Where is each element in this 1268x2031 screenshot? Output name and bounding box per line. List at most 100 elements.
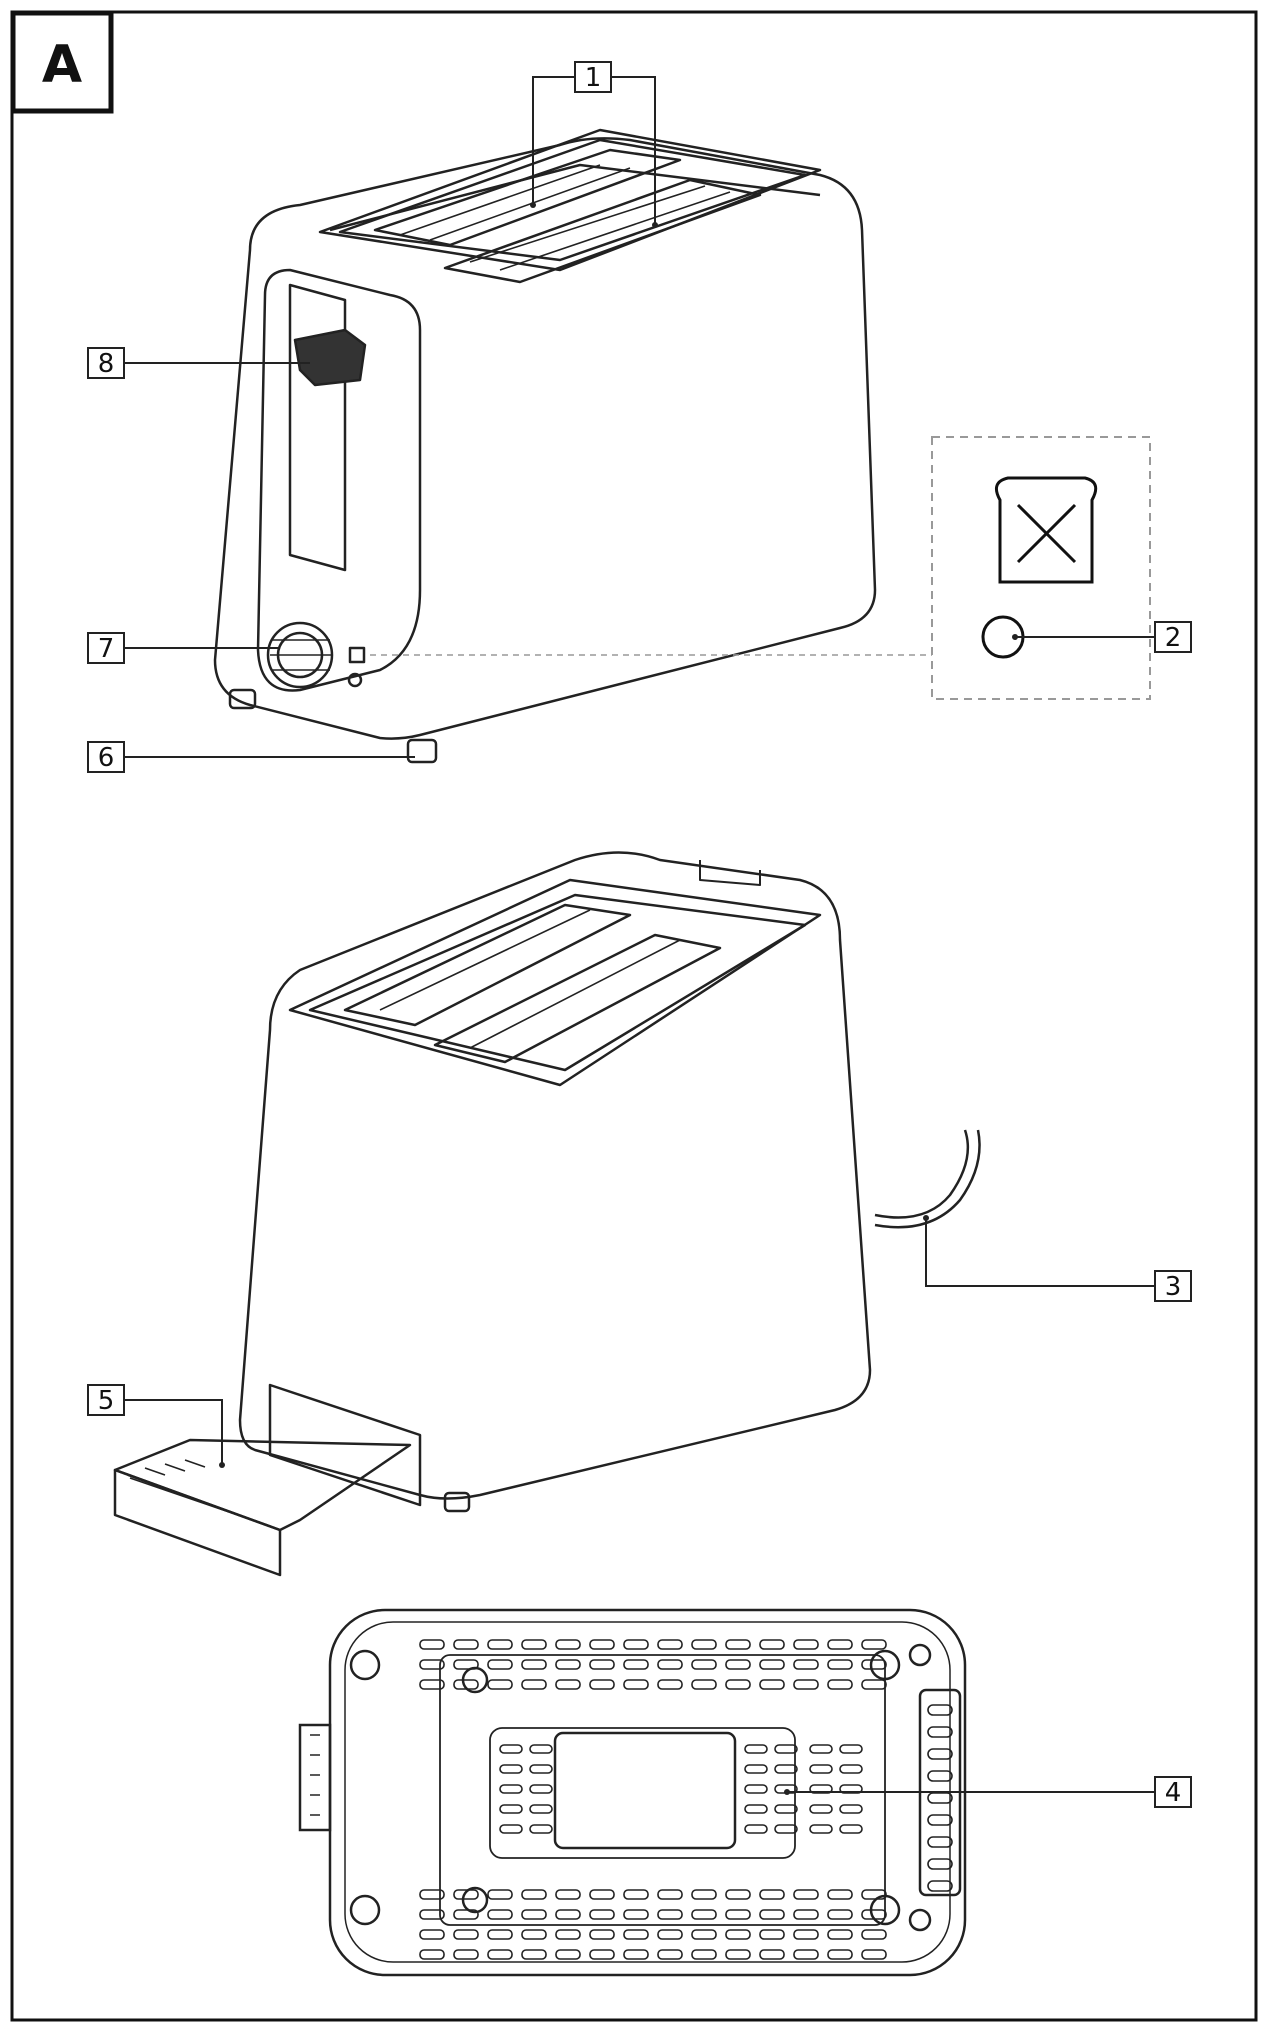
vent-slot bbox=[419, 1949, 445, 1960]
vent-slot bbox=[691, 1929, 717, 1940]
figure-frame bbox=[10, 10, 1258, 2022]
vent-slot bbox=[759, 1679, 785, 1690]
vent-slot bbox=[725, 1889, 751, 1900]
vent-slot bbox=[555, 1639, 581, 1650]
vent-slot bbox=[589, 1659, 615, 1670]
panel-letter-text: A bbox=[42, 35, 82, 95]
vent-slot bbox=[589, 1889, 615, 1900]
vent-slot bbox=[793, 1659, 819, 1670]
vent-slot bbox=[744, 1744, 768, 1754]
vent-slot bbox=[793, 1889, 819, 1900]
vent-slot bbox=[827, 1929, 853, 1940]
vent-slot bbox=[725, 1949, 751, 1960]
vent-slot bbox=[927, 1814, 953, 1826]
callout-1-label: 1 bbox=[585, 63, 602, 93]
vent-slot bbox=[827, 1659, 853, 1670]
vent-slot bbox=[555, 1909, 581, 1920]
vent-slot bbox=[927, 1726, 953, 1738]
vent-slot bbox=[793, 1949, 819, 1960]
vent-slot bbox=[657, 1659, 683, 1670]
vent-slot bbox=[774, 1824, 798, 1834]
vent-slot bbox=[487, 1639, 513, 1650]
callout-4: 4 bbox=[784, 1776, 1192, 1808]
vent-slot bbox=[529, 1764, 553, 1774]
vent-slot bbox=[419, 1639, 445, 1650]
vent-slot bbox=[499, 1824, 523, 1834]
vent-slot bbox=[589, 1949, 615, 1960]
vent-slot bbox=[487, 1679, 513, 1690]
vent-slot bbox=[555, 1679, 581, 1690]
vent-slot bbox=[499, 1764, 523, 1774]
vent-slot bbox=[809, 1744, 833, 1754]
vent-slot bbox=[453, 1639, 479, 1650]
vent-slot bbox=[744, 1784, 768, 1794]
vent-slot bbox=[623, 1639, 649, 1650]
vent-slot bbox=[589, 1679, 615, 1690]
panel-letter: A bbox=[12, 12, 112, 112]
vent-slot bbox=[453, 1659, 479, 1670]
vent-slot bbox=[623, 1949, 649, 1960]
vent-slot bbox=[657, 1639, 683, 1650]
vent-slot bbox=[927, 1858, 953, 1870]
vent-slot bbox=[759, 1659, 785, 1670]
vent-slot bbox=[691, 1889, 717, 1900]
vent-slot bbox=[725, 1639, 751, 1650]
vent-slot bbox=[774, 1804, 798, 1814]
vent-slot bbox=[809, 1824, 833, 1834]
vent-slot bbox=[827, 1949, 853, 1960]
vent-slot bbox=[839, 1804, 863, 1814]
vent-slot bbox=[499, 1784, 523, 1794]
vent-slot bbox=[827, 1639, 853, 1650]
vent-slot bbox=[521, 1679, 547, 1690]
vent-slot bbox=[521, 1949, 547, 1960]
vent-slot bbox=[774, 1764, 798, 1774]
vent-slot bbox=[725, 1679, 751, 1690]
vent-slot bbox=[927, 1748, 953, 1760]
vent-slot bbox=[793, 1929, 819, 1940]
vent-slot bbox=[521, 1929, 547, 1940]
vent-slot bbox=[529, 1744, 553, 1754]
vent-slot bbox=[521, 1659, 547, 1670]
vent-slot bbox=[453, 1889, 479, 1900]
vent-slot bbox=[927, 1704, 953, 1716]
callout-5: 5 bbox=[87, 1384, 225, 1468]
vent-slot bbox=[744, 1804, 768, 1814]
vent-slot bbox=[691, 1909, 717, 1920]
callout-3-label: 3 bbox=[1165, 1272, 1182, 1302]
vent-slot bbox=[623, 1929, 649, 1940]
callout-3: 3 bbox=[923, 1215, 1192, 1302]
toaster-front-view bbox=[213, 128, 877, 764]
vent-slot bbox=[691, 1659, 717, 1670]
vent-slot bbox=[861, 1929, 887, 1940]
vent-slot bbox=[487, 1949, 513, 1960]
vent-slot bbox=[759, 1639, 785, 1650]
vent-slot bbox=[555, 1949, 581, 1960]
vent-slot bbox=[809, 1804, 833, 1814]
vent-slot bbox=[419, 1929, 445, 1940]
vent-slot bbox=[725, 1909, 751, 1920]
callout-1: 1 bbox=[530, 61, 658, 228]
vent-slot bbox=[657, 1889, 683, 1900]
vent-slot bbox=[499, 1744, 523, 1754]
vent-slot bbox=[809, 1764, 833, 1774]
toaster-bottom-view bbox=[298, 1608, 967, 1977]
vent-slot bbox=[419, 1659, 445, 1670]
vent-slot bbox=[927, 1880, 953, 1892]
vent-slot bbox=[487, 1889, 513, 1900]
vent-slot bbox=[623, 1679, 649, 1690]
vent-slot bbox=[529, 1784, 553, 1794]
vent-slot bbox=[529, 1804, 553, 1814]
vent-slot bbox=[657, 1679, 683, 1690]
vent-slot bbox=[487, 1909, 513, 1920]
vent-slot bbox=[861, 1889, 887, 1900]
vent-slot bbox=[453, 1909, 479, 1920]
control-detail-box bbox=[370, 436, 1151, 700]
vent-slot bbox=[453, 1949, 479, 1960]
vent-slot bbox=[555, 1889, 581, 1900]
vent-slot bbox=[839, 1824, 863, 1834]
callout-2-label: 2 bbox=[1165, 623, 1182, 653]
callout-7-label: 7 bbox=[98, 634, 115, 664]
vent-slot bbox=[623, 1909, 649, 1920]
vent-slot bbox=[759, 1889, 785, 1900]
